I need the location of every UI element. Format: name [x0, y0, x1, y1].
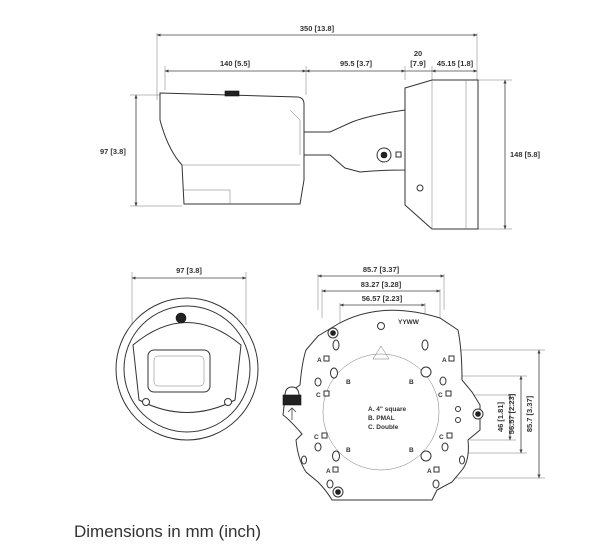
front-screw-left-icon	[142, 398, 150, 406]
svg-text:A: A	[317, 357, 322, 364]
screw-right-icon	[472, 408, 484, 420]
dim-plate-height-a: 85.7 [3.37]	[525, 395, 534, 432]
svg-text:C: C	[314, 434, 319, 441]
dim-front-width: 97 [3.8]	[176, 266, 202, 275]
svg-text:C: C	[439, 434, 444, 441]
bracket-arm	[303, 109, 406, 173]
hole-label-b-left-top: B	[346, 379, 351, 386]
camera-lens-window	[147, 349, 211, 393]
screw-top-left-icon	[327, 327, 339, 339]
svg-text:A: A	[326, 468, 331, 475]
legend-b: B. PMAL	[368, 415, 395, 422]
dim-bracket-length: 95.5 [3.7]	[340, 59, 373, 68]
svg-text:A: A	[427, 468, 432, 475]
hole-label-c-right-top: C	[438, 390, 452, 399]
lock-icon	[395, 151, 402, 158]
hole-label-c-left-top: C	[316, 390, 330, 399]
side-view: 350 [13.8] 140 [5.5] 95.5 [3.7] 20 [7.9]…	[100, 24, 541, 230]
dim-body-length: 140 [5.5]	[220, 59, 251, 68]
mount-box	[404, 79, 479, 230]
padlock-icon	[282, 386, 302, 420]
hole-label-a-left-top: A	[317, 355, 330, 364]
dim-plate-width-c: 56.57 [2.23]	[362, 294, 403, 303]
dim-mount-depth: 45.15 [1.8]	[437, 59, 474, 68]
dim-plate-width-a: 85.7 [3.37]	[363, 265, 400, 274]
warning-triangle-icon	[372, 345, 390, 360]
hole-label-c-right-bottom: C	[439, 432, 453, 441]
mount-screw-icon	[416, 184, 424, 192]
hole-label-a-right-top: A	[442, 355, 455, 364]
mount-holes	[301, 339, 465, 489]
svg-text:A: A	[442, 357, 447, 364]
hole-label-a-left-bottom: A	[326, 466, 339, 475]
front-view: 97 [3.8]	[115, 266, 259, 441]
front-screw-right-icon	[224, 398, 232, 406]
camera-housing	[159, 92, 305, 205]
date-code: YYWW	[398, 319, 420, 326]
dim-overall-length: 350 [13.8]	[300, 24, 335, 33]
legend-c: C. Double	[368, 424, 399, 431]
mount-plate-outline	[282, 309, 481, 501]
hole-label-c-left-bottom: C	[314, 432, 328, 441]
hole-label-b-right-bottom: B	[409, 447, 414, 454]
dimensions-caption: Dimensions in mm (inch)	[74, 522, 262, 541]
dim-plate-width-b: 83.27 [3.28]	[361, 280, 402, 289]
dim-gap-top: 20	[414, 49, 422, 58]
dim-mount-height: 148 [5.8]	[510, 150, 541, 159]
svg-text:C: C	[438, 392, 443, 399]
hole-label-b-right-top: B	[409, 379, 414, 386]
screw-bottom-left-icon	[332, 486, 344, 498]
legend-a: A. 4" square	[368, 406, 407, 413]
front-sensor-icon	[175, 312, 187, 324]
svg-text:C: C	[316, 392, 321, 399]
dim-plate-height-c: 46 [1.81]	[496, 401, 505, 432]
camera-top-button	[224, 90, 240, 97]
dim-body-height: 97 [3.8]	[100, 147, 126, 156]
hole-label-a-right-bottom: A	[427, 466, 440, 475]
hole-label-b-left-bottom: B	[346, 447, 351, 454]
dim-gap-bottom: [7.9]	[410, 59, 426, 68]
dim-plate-height-b: 56.57 [2.23]	[507, 393, 516, 434]
mount-plate: 85.7 [3.37] 83.27 [3.28] 56.57 [2.23] 85…	[282, 265, 545, 501]
